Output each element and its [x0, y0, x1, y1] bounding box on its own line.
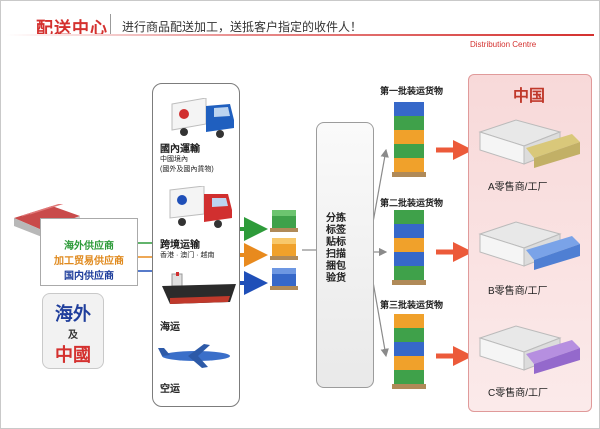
batch-3-label: 第三批装运货物 — [380, 300, 444, 310]
origin-overseas: 海外 — [55, 304, 91, 324]
step-labeling: 标签 — [326, 225, 346, 236]
origin-and: 及 — [68, 330, 78, 341]
domestic-sub2: (國外及國內貨物) — [160, 166, 214, 173]
processing-panel — [316, 122, 374, 388]
retailer-b-building-icon — [478, 221, 580, 270]
step-inspection: 验货 — [326, 273, 346, 284]
header-tag: Distribution Centre — [470, 40, 537, 49]
domestic-truck-icon — [171, 98, 234, 138]
crossborder-sub: 香港 · 澳门 · 越南 — [160, 252, 215, 259]
crossborder-truck-icon — [169, 186, 232, 228]
domestic-sub1: 中國境內 — [160, 156, 188, 163]
retailer-c-building-icon — [478, 325, 580, 374]
batch1-arrow — [371, 148, 389, 229]
page-subtitle: 进行商品配送加工，送抵客户指定的收件人！ — [122, 20, 363, 34]
supplier-domestic: 国内供应商 — [64, 271, 114, 282]
step-scanning: 扫描 — [326, 249, 346, 260]
origin-badge: 海外 及 中國 — [42, 293, 104, 369]
sea-label: 海运 — [160, 322, 180, 333]
supplier-processing-trade: 加工贸易供应商 — [54, 256, 124, 267]
destination-title: 中国 — [512, 88, 545, 105]
step-tagging: 贴标 — [326, 237, 346, 248]
crossborder-label: 跨境运输 — [160, 240, 200, 251]
retailer-a-label: A零售商/工厂 — [488, 182, 548, 193]
batch-2-label: 第二批装运货物 — [380, 198, 444, 208]
batch-2-pallets-icon — [392, 210, 426, 285]
pallet-stacks-icon — [270, 210, 298, 290]
retailer-a-building-icon — [478, 119, 580, 168]
process-steps: 分拣 标签 贴标 扫描 捆包 验货 — [326, 213, 346, 285]
page-title: 配送中心 — [36, 19, 108, 38]
batch-1-pallets-icon — [392, 102, 426, 177]
supplier-box: 海外供应商 加工贸易供应商 国内供应商 — [40, 218, 138, 286]
step-sorting: 分拣 — [326, 213, 346, 224]
domestic-label: 國內運輸 — [160, 144, 200, 155]
origin-china: 中國 — [55, 345, 91, 365]
title-separator — [110, 14, 111, 34]
retailer-b-label: B零售商/工厂 — [488, 286, 548, 297]
batch-3-pallets-icon — [392, 314, 426, 389]
retailer-c-label: C零售商/工厂 — [488, 388, 548, 399]
header-divider — [6, 34, 594, 36]
air-label: 空运 — [160, 384, 180, 395]
batch-1-label: 第一批装运货物 — [380, 86, 444, 96]
airplane-icon — [158, 344, 230, 368]
cargo-ship-icon — [162, 272, 236, 304]
supplier-overseas: 海外供应商 — [64, 241, 114, 252]
step-packing: 捆包 — [326, 261, 346, 272]
batch3-arrow — [371, 275, 389, 358]
